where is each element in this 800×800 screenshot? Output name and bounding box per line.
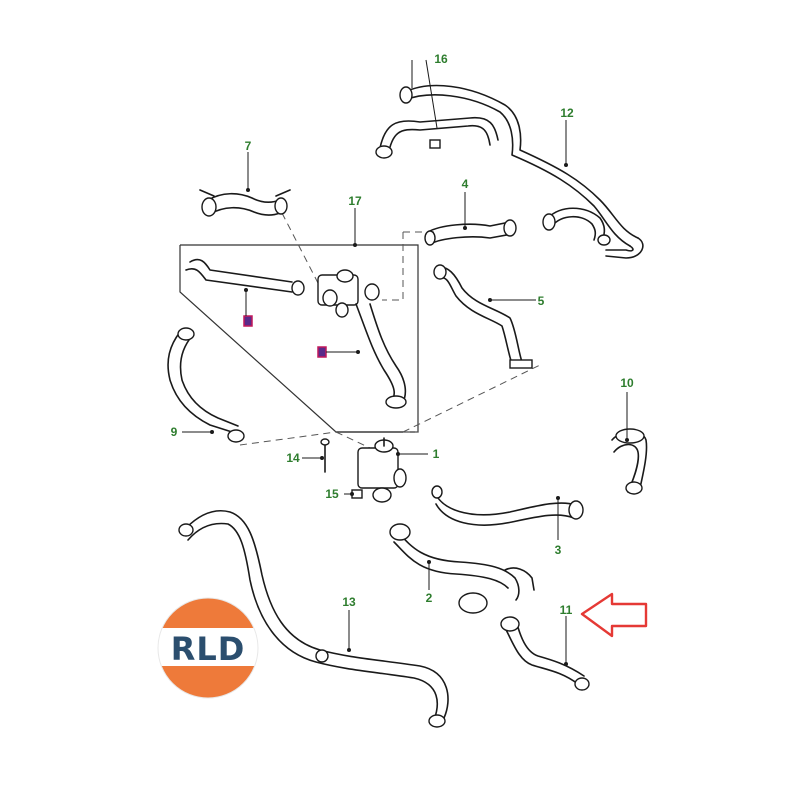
hose-part-9 — [167, 327, 245, 443]
part-label-16: 16 — [434, 52, 448, 66]
red-outline-arrow-icon — [580, 592, 648, 638]
part-1-coolant-housing — [357, 437, 407, 503]
hose-part-10 — [611, 428, 648, 495]
hose-part-5 — [433, 264, 533, 369]
part-14-bolt — [320, 438, 330, 473]
part-label-3: 3 — [555, 543, 562, 557]
part-label-4: 4 — [462, 177, 469, 191]
part-labels: 16 12 7 4 17 5 10 9 1 14 15 3 2 13 11 — [171, 52, 634, 617]
leader-lines — [182, 120, 628, 664]
rld-logo: RLD — [154, 597, 262, 699]
hose-part-7 — [199, 189, 291, 217]
leader-dots — [210, 163, 629, 666]
part-label-13: 13 — [342, 595, 356, 609]
part-label-9: 9 — [171, 425, 178, 439]
part-label-11: 11 — [560, 603, 573, 617]
part-label-5: 5 — [538, 294, 545, 308]
part-label-7: 7 — [245, 139, 252, 153]
hose-part-2 — [389, 523, 535, 614]
hose-part-12-16 — [375, 59, 644, 259]
part-label-12: 12 — [560, 106, 574, 120]
part-label-17: 17 — [348, 194, 362, 208]
part-label-10: 10 — [620, 376, 634, 390]
hose-part-4 — [424, 219, 517, 246]
hose-part-17-internal — [185, 258, 407, 409]
hose-part-11 — [500, 616, 590, 691]
part-label-2: 2 — [426, 591, 433, 605]
part-label-14: 14 — [286, 451, 300, 465]
part-label-1: 1 — [433, 447, 440, 461]
hose-part-13 — [178, 510, 449, 728]
hose-part-3 — [431, 485, 584, 526]
part-label-15: 15 — [325, 487, 339, 501]
subassembly-frame-17 — [179, 244, 419, 433]
dashed-connection-lines — [239, 212, 541, 456]
logo-text: RLD — [171, 630, 246, 668]
